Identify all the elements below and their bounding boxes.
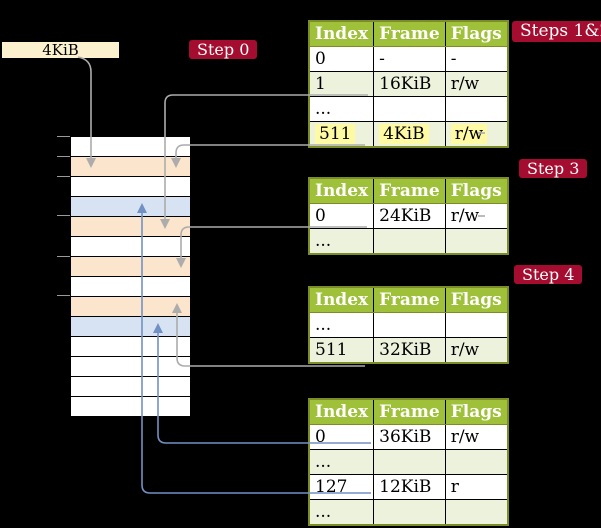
cell-frame: - xyxy=(373,46,446,72)
tick-mark xyxy=(57,215,70,216)
page-table-steps-1-2: Index Frame Flags 0 - - 1 16KiB r/w ... … xyxy=(308,20,509,148)
memory-row-7 xyxy=(71,277,190,297)
table-row: 127 12KiB r xyxy=(308,474,509,500)
column-header-frame: Frame xyxy=(373,20,446,47)
table-row: ... xyxy=(308,96,509,122)
cell-flags xyxy=(444,449,509,475)
column-header-frame: Frame xyxy=(373,286,446,313)
page-size-box: 4KiB xyxy=(1,41,120,59)
cell-index: ... xyxy=(308,449,375,475)
highlighted-value: 4KiB xyxy=(379,124,429,144)
cell-flags xyxy=(444,228,509,255)
memory-row-1 xyxy=(71,157,190,177)
memory-row-12 xyxy=(71,377,190,397)
column-header-flags: Flags xyxy=(444,20,509,47)
cell-frame: 4KiB xyxy=(373,121,446,148)
cell-frame: 36KiB xyxy=(373,424,446,450)
cell-index: 127 xyxy=(308,474,375,500)
table-row: ... xyxy=(308,312,509,338)
cell-frame xyxy=(373,312,446,338)
cell-index: 0 xyxy=(308,424,375,450)
memory-row-2 xyxy=(71,177,190,197)
column-header-index: Index xyxy=(308,20,375,47)
cell-frame xyxy=(373,499,446,526)
step-3-badge: Step 3 xyxy=(519,159,588,178)
table-row: ... xyxy=(308,228,509,255)
column-header-index: Index xyxy=(308,286,375,313)
cell-flags: r/w xyxy=(444,121,509,148)
header-row: Index Frame Flags xyxy=(308,398,509,425)
memory-row-9 xyxy=(71,317,190,337)
cell-frame: 16KiB xyxy=(373,71,446,97)
column-header-flags: Flags xyxy=(444,286,509,313)
cell-flags: r/w xyxy=(444,424,509,450)
cell-frame: 24KiB xyxy=(373,203,446,229)
page-table-step-3: Index Frame Flags 0 24KiB r/w ... xyxy=(308,177,509,255)
header-row: Index Frame Flags xyxy=(308,286,509,313)
cell-flags: r/w xyxy=(444,203,509,229)
step-0-badge: Step 0 xyxy=(189,40,258,59)
cell-flags xyxy=(444,96,509,122)
memory-row-6 xyxy=(71,257,190,277)
cell-frame: 32KiB xyxy=(373,337,446,364)
cell-flags xyxy=(444,312,509,338)
cell-index: 0 xyxy=(308,203,375,229)
cell-index: ... xyxy=(308,96,375,122)
page-table-step-4: Index Frame Flags ... 511 32KiB r/w xyxy=(308,286,509,364)
cell-index: 0 xyxy=(308,46,375,72)
tick-mark xyxy=(57,256,70,257)
cell-index: ... xyxy=(308,499,375,526)
cell-index: ... xyxy=(308,228,375,255)
tick-mark xyxy=(57,176,70,177)
column-header-frame: Frame xyxy=(373,177,446,204)
cell-frame xyxy=(373,228,446,255)
page-table-leaf: Index Frame Flags 0 36KiB r/w ... 127 12… xyxy=(308,398,509,526)
memory-row-3 xyxy=(71,197,190,217)
cell-index: 511 xyxy=(308,337,375,364)
memory-row-11 xyxy=(71,357,190,377)
memory-row-10 xyxy=(71,337,190,357)
column-header-index: Index xyxy=(308,177,375,204)
cell-flags: r xyxy=(444,474,509,500)
table-row: 0 36KiB r/w xyxy=(308,424,509,450)
memory-row-13 xyxy=(71,397,190,416)
tick-mark xyxy=(57,156,70,157)
cell-flags: r/w xyxy=(444,71,509,97)
steps-1-2-badge: Steps 1&2 xyxy=(512,21,601,42)
highlighted-value: r/w xyxy=(450,124,488,144)
header-row: Index Frame Flags xyxy=(308,20,509,47)
table-row: 0 24KiB r/w xyxy=(308,203,509,229)
page-size-label: 4KiB xyxy=(42,41,79,59)
cell-index: 1 xyxy=(308,71,375,97)
table-row: ... xyxy=(308,499,509,526)
memory-row-4 xyxy=(71,217,190,237)
cell-flags: r/w xyxy=(444,337,509,364)
cell-frame xyxy=(373,96,446,122)
table-row: 1 16KiB r/w xyxy=(308,71,509,97)
tick-mark xyxy=(57,295,70,296)
memory-row-8 xyxy=(71,297,190,317)
memory-row-5 xyxy=(71,237,190,257)
cell-index: ... xyxy=(308,312,375,338)
column-header-index: Index xyxy=(308,398,375,425)
table-row: 0 - - xyxy=(308,46,509,72)
cell-frame xyxy=(373,449,446,475)
cell-flags: - xyxy=(444,46,509,72)
table-row: ... xyxy=(308,449,509,475)
tick-mark xyxy=(57,136,70,137)
column-header-flags: Flags xyxy=(444,177,509,204)
column-header-flags: Flags xyxy=(444,398,509,425)
table-row-highlighted: 511 4KiB r/w xyxy=(308,121,509,148)
cell-frame: 12KiB xyxy=(373,474,446,500)
memory-column xyxy=(70,136,191,417)
header-row: Index Frame Flags xyxy=(308,177,509,204)
table-row: 511 32KiB r/w xyxy=(308,337,509,364)
cell-flags xyxy=(444,499,509,526)
step-4-badge: Step 4 xyxy=(514,265,583,284)
column-header-frame: Frame xyxy=(373,398,446,425)
memory-row-0 xyxy=(71,137,190,157)
highlighted-value: 511 xyxy=(315,124,356,144)
cell-index: 511 xyxy=(308,121,375,148)
